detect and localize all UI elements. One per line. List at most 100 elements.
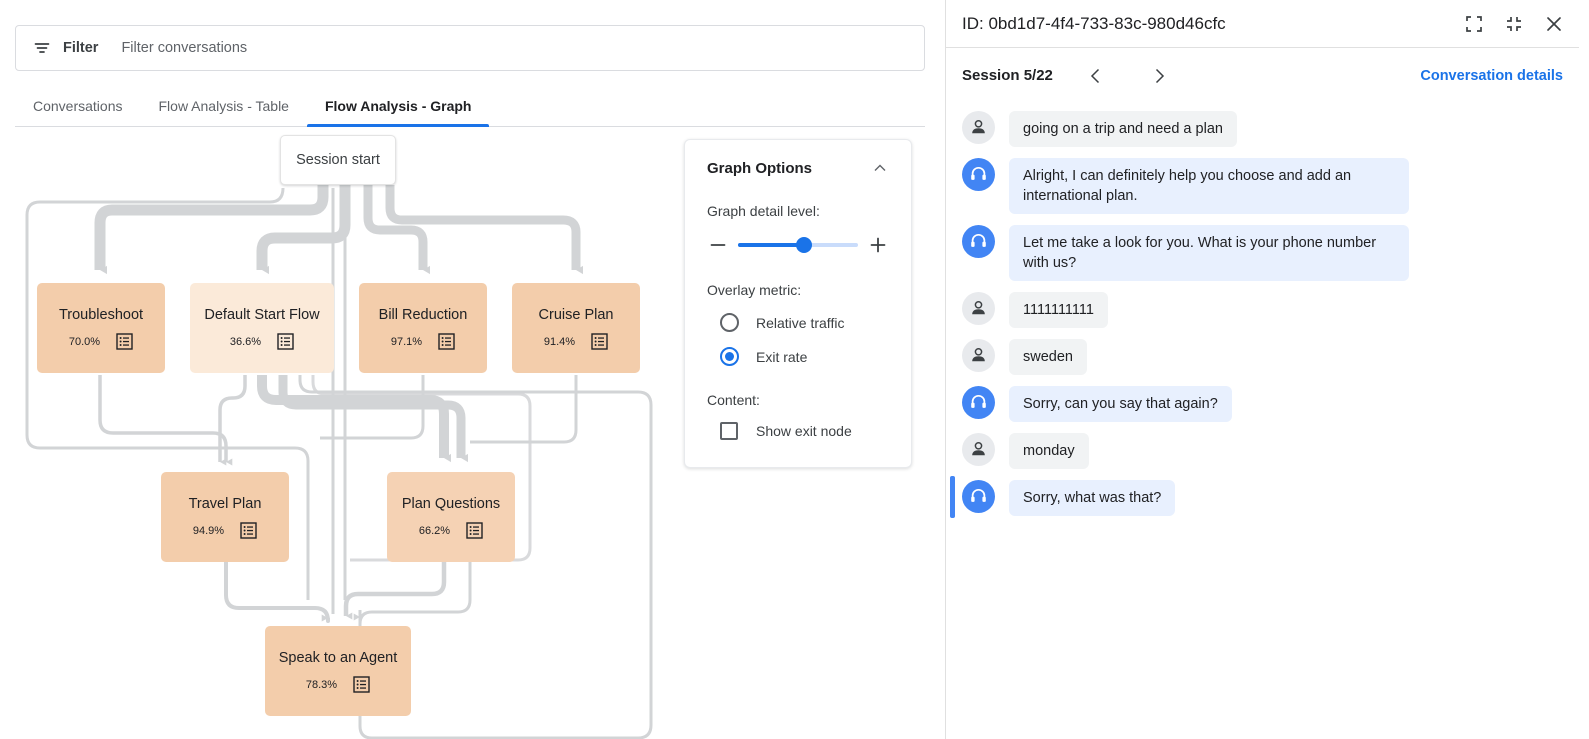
- flow-node-metric: 36.6%: [229, 335, 262, 348]
- conversation-header: ID: 0bd1d7-4f4-733-83c-980d46cfc: [946, 0, 1579, 48]
- agent-avatar: [962, 158, 995, 191]
- flow-node-metric: 91.4%: [543, 335, 576, 348]
- message-user: 1111111111: [946, 292, 1579, 328]
- radio-icon-exit-rate[interactable]: [720, 347, 739, 366]
- list-icon: [466, 522, 483, 539]
- flow-node-details-icon[interactable]: [353, 676, 370, 693]
- slider-thumb[interactable]: [796, 237, 812, 253]
- tab-bar: Conversations Flow Analysis - Table Flow…: [15, 88, 925, 127]
- radio-exit-rate[interactable]: Exit rate: [707, 347, 889, 366]
- collapse-icon[interactable]: [1501, 11, 1527, 37]
- message-agent: Alright, I can definitely help you choos…: [946, 158, 1579, 214]
- graph-detail-level-control[interactable]: [707, 234, 889, 256]
- tab-conversations[interactable]: Conversations: [33, 98, 123, 114]
- graph-options-panel: Graph Options Graph detail level:: [684, 139, 912, 468]
- flow-node-label: Troubleshoot: [58, 307, 144, 323]
- flow-graph-edges: [25, 185, 653, 739]
- radio-label-relative-traffic: Relative traffic: [756, 314, 845, 331]
- message-text: sweden: [1009, 339, 1087, 375]
- person-avatar: [962, 433, 995, 466]
- content-label: Content:: [707, 392, 760, 408]
- flow-node-details-icon[interactable]: [277, 333, 294, 350]
- flow-node-metrics: 66.2%: [419, 522, 483, 539]
- list-icon: [277, 333, 294, 350]
- overlay-metric-label: Overlay metric:: [707, 282, 802, 298]
- radio-label-exit-rate: Exit rate: [756, 348, 808, 365]
- person-avatar: [962, 339, 995, 372]
- message-user: sweden: [946, 339, 1579, 375]
- list-icon: [438, 333, 455, 350]
- detail-level-slider[interactable]: [738, 237, 858, 253]
- chevron-left-icon[interactable]: [1081, 61, 1111, 91]
- plus-icon[interactable]: [867, 234, 889, 256]
- list-icon: [591, 333, 608, 350]
- flow-node-label: Bill Reduction: [378, 307, 468, 323]
- flow-node-metrics: 94.9%: [193, 522, 257, 539]
- list-icon: [353, 676, 370, 693]
- message-agent: Sorry, can you say that again?: [946, 386, 1579, 422]
- flow-node-default-start[interactable]: Default Start Flow 36.6%: [190, 283, 334, 373]
- flow-node-details-icon[interactable]: [466, 522, 483, 539]
- flow-node-speak-agent[interactable]: Speak to an Agent 78.3%: [265, 626, 411, 716]
- message-agent: Let me take a look for you. What is your…: [946, 225, 1579, 281]
- flow-node-label: Cruise Plan: [538, 307, 614, 323]
- person-icon: [972, 300, 985, 315]
- tab-flow-analysis-graph[interactable]: Flow Analysis - Graph: [306, 88, 490, 127]
- person-icon: [972, 347, 985, 362]
- message-user: going on a trip and need a plan: [946, 111, 1579, 147]
- filter-bar[interactable]: Filter: [15, 25, 925, 71]
- flow-node-details-icon[interactable]: [116, 333, 133, 350]
- flow-node-label: Default Start Flow: [204, 307, 320, 323]
- message-text: Sorry, can you say that again?: [1009, 386, 1232, 422]
- person-avatar: [962, 292, 995, 325]
- minus-icon[interactable]: [707, 234, 729, 256]
- chevron-up-icon[interactable]: [871, 159, 889, 177]
- message-text: going on a trip and need a plan: [1009, 111, 1237, 147]
- headset-icon: [971, 233, 986, 247]
- person-icon: [972, 441, 985, 456]
- person-avatar: [962, 111, 995, 144]
- flow-node-metrics: 36.6%: [230, 333, 294, 350]
- session-nav-bar: Session 5/22 Conversation details: [946, 48, 1579, 103]
- graph-options-title: Graph Options: [707, 159, 812, 177]
- radio-icon-relative-traffic[interactable]: [720, 313, 739, 332]
- flow-node-metrics: 97.1%: [391, 333, 455, 350]
- message-text: Alright, I can definitely help you choos…: [1009, 158, 1409, 214]
- list-icon: [240, 522, 257, 539]
- message-text: Let me take a look for you. What is your…: [1009, 225, 1409, 281]
- flow-node-details-icon[interactable]: [240, 522, 257, 539]
- session-start-node[interactable]: Session start: [280, 135, 396, 185]
- graph-detail-level-label: Graph detail level:: [707, 203, 820, 219]
- message-text: 1111111111: [1009, 292, 1108, 328]
- flow-node-label: Speak to an Agent: [278, 650, 398, 666]
- flow-node-metrics: 78.3%: [306, 676, 370, 693]
- flow-node-metric: 97.1%: [390, 335, 423, 348]
- checkbox-icon-show-exit-node[interactable]: [720, 422, 738, 440]
- filter-input[interactable]: [119, 39, 820, 57]
- expand-icon[interactable]: [1461, 11, 1487, 37]
- filter-label: Filter: [63, 40, 99, 56]
- checkbox-show-exit-node[interactable]: Show exit node: [707, 422, 889, 440]
- message-user: monday: [946, 433, 1579, 469]
- chevron-right-icon[interactable]: [1144, 61, 1174, 91]
- filter-icon: [32, 38, 52, 58]
- tab-flow-analysis-table[interactable]: Flow Analysis - Table: [158, 98, 289, 114]
- flow-node-details-icon[interactable]: [591, 333, 608, 350]
- conversation-pane: ID: 0bd1d7-4f4-733-83c-980d46cfc: [945, 0, 1579, 739]
- flow-node-details-icon[interactable]: [438, 333, 455, 350]
- flow-node-metric: 78.3%: [305, 678, 338, 691]
- message-agent: Sorry, what was that?: [946, 476, 1579, 518]
- conversation-details-link[interactable]: Conversation details: [1420, 67, 1563, 84]
- radio-relative-traffic[interactable]: Relative traffic: [707, 313, 889, 332]
- message-highlight-bar: [950, 476, 955, 518]
- close-icon[interactable]: [1541, 11, 1567, 37]
- flow-node-cruise-plan[interactable]: Cruise Plan 91.4%: [512, 283, 640, 373]
- flow-node-bill-reduction[interactable]: Bill Reduction 97.1%: [359, 283, 487, 373]
- flow-analysis-pane: Filter Conversations Flow Analysis - Tab…: [0, 0, 945, 739]
- checkbox-label-show-exit-node: Show exit node: [756, 423, 852, 439]
